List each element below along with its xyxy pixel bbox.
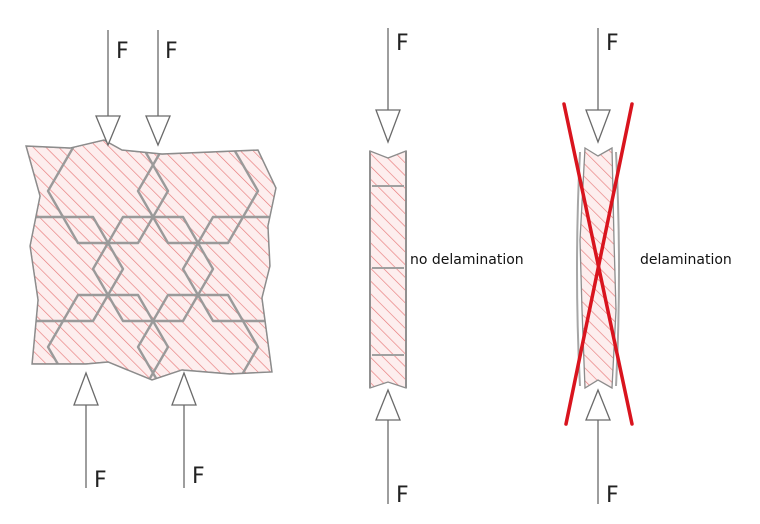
force-label: F [116,39,129,64]
force-label: F [396,483,409,508]
force-arrow-top [375,28,401,144]
honeycomb-outline [24,139,277,381]
force-label: F [192,464,205,489]
force-label: F [606,31,619,56]
force-arrow-bottom [375,388,401,504]
caption-delamination: delamination [640,252,732,268]
caption-no-delamination: no delamination [410,252,524,268]
force-label: F [606,483,619,508]
force-label: F [396,31,409,56]
force-arrow-bottom-1 [73,371,99,488]
red-cross-icon [562,102,634,426]
hex-cell [91,215,215,323]
no-delamination-panel: F F no delamination [369,28,524,508]
force-arrow-top [585,28,611,144]
force-label: F [94,468,107,493]
delamination-panel: F F delamination [562,28,732,508]
force-arrow-top-1 [95,30,121,147]
force-arrow-bottom-2 [171,371,197,488]
force-label: F [165,39,178,64]
force-arrow-bottom [585,388,611,504]
force-arrow-top-2 [145,30,171,147]
strip-cell-walls [372,185,404,356]
